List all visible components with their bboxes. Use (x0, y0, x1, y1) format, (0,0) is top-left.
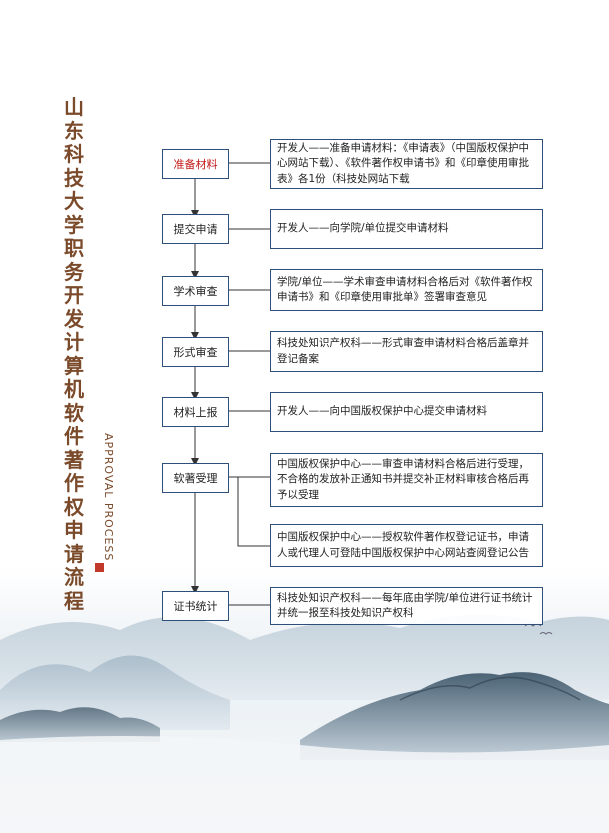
desc-formal-review: 科技处知识产权科——形式审查申请材料合格后盖章并登记备案 (270, 331, 543, 372)
desc-academic-review: 学院/单位——学术审查申请材料合格后对《软件著作权申请书》和《印章使用审批单》签… (270, 269, 543, 311)
title-char: 务 (64, 259, 84, 284)
desc-prepare-materials: 开发人——准备申请材料：《申请表》（中国版权保护中心网站下载）、《软件著作权申请… (270, 139, 543, 189)
step-report-materials: 材料上报 (162, 397, 229, 427)
title-char: 科 (64, 142, 84, 166)
desc-certificate-issued: 中国版权保护中心——授权软件著作权登记证书，申请人或代理人可登陆中国版权保护中心… (270, 524, 543, 567)
title-char: 件 (64, 424, 84, 448)
title-char: 流 (64, 565, 84, 589)
title-char: 大 (64, 189, 84, 213)
left-dark-ridge (0, 707, 160, 742)
title-char: 权 (64, 494, 84, 519)
title-char: 请 (64, 541, 84, 566)
step-prepare-materials: 准备材料 (162, 149, 229, 179)
step-certificate-statistics: 证书统计 (162, 591, 229, 621)
title-char: 机 (64, 377, 84, 401)
desc-submit-application: 开发人——向学院/单位提交申请材料 (270, 209, 543, 249)
desc-acceptance: 中国版权保护中心——审查申请材料合格后进行受理，不合格的发放补正通知书并提交补正… (270, 453, 543, 507)
title-char: 算 (64, 353, 84, 378)
right-mountain-ridge (399, 676, 581, 701)
title-char: 山 (64, 95, 84, 119)
desc-report-materials: 开发人——向中国版权保护中心提交申请材料 (270, 392, 543, 432)
page-title: 山东科技大学职务开发计算机软件著作权申请流程 (63, 95, 85, 613)
title-char: 软 (64, 400, 84, 425)
title-char: 技 (64, 165, 84, 190)
title-char: 开 (64, 283, 84, 307)
step-academic-review: 学术审查 (162, 276, 229, 306)
title-char: 程 (64, 588, 84, 613)
red-marker (95, 563, 104, 572)
title-char: 职 (64, 236, 84, 260)
desc-certificate-statistics: 科技处知识产权科——每年底由学院/单位进行证书统计并统一报至科技处知识产权科 (270, 587, 543, 625)
title-char: 计 (64, 330, 84, 354)
title-char: 著 (64, 447, 84, 472)
title-char: 学 (64, 212, 84, 237)
title-char: 作 (64, 471, 84, 495)
left-hills (0, 655, 230, 730)
step-submit-application: 提交申请 (162, 214, 229, 244)
step-acceptance: 软著受理 (162, 463, 229, 493)
mist-band (0, 736, 609, 833)
title-char: 发 (64, 306, 84, 331)
right-mountain (300, 672, 609, 760)
step-formal-review: 形式审查 (162, 337, 229, 367)
title-char: 东 (64, 118, 84, 143)
bird-2 (539, 632, 553, 635)
approval-process-subtitle: APPROVAL PROCESS (102, 433, 115, 562)
title-char: 申 (64, 518, 84, 542)
